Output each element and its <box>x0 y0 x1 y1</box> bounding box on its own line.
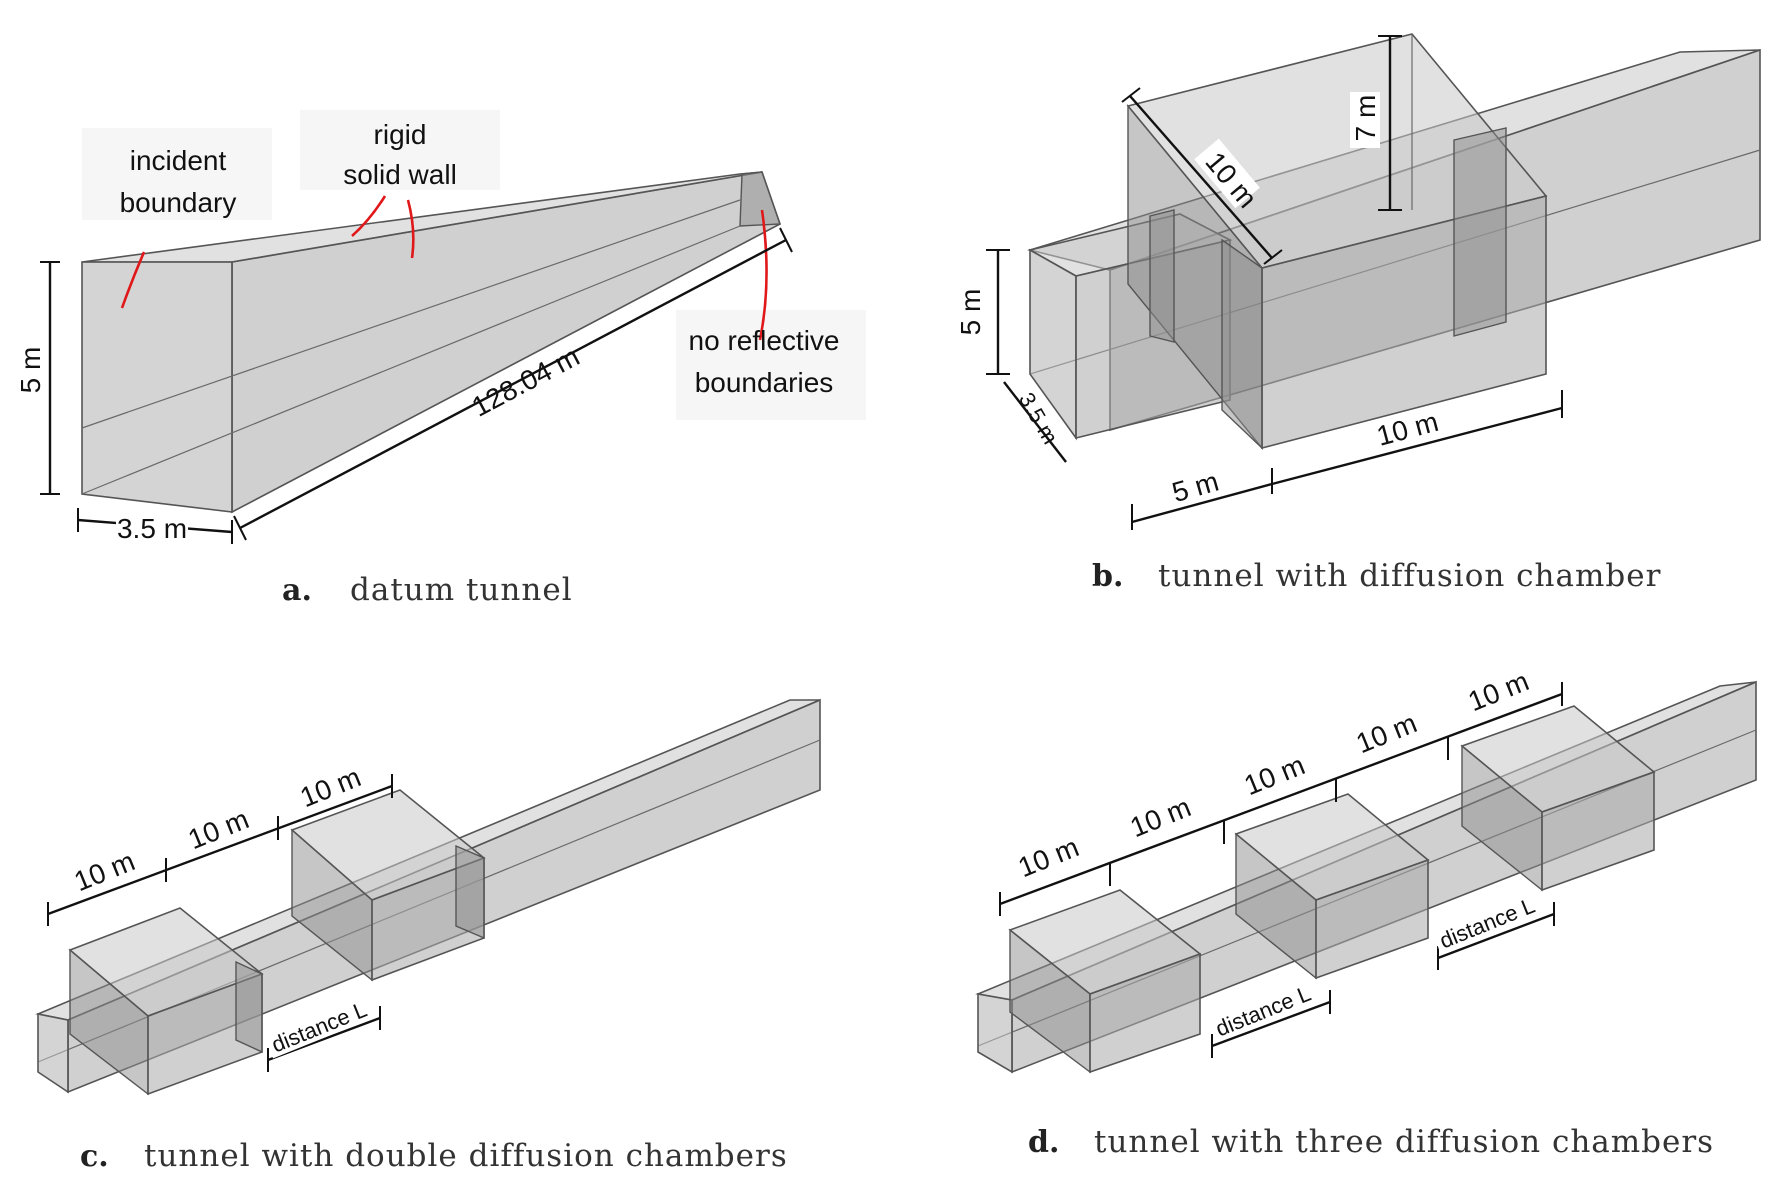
far-end-face <box>739 171 781 227</box>
chamber-length-dimension <box>1271 406 1563 486</box>
chamber2-strip <box>455 844 485 940</box>
distance-dimension-2 <box>1437 912 1555 960</box>
height-label: 5 m <box>15 347 46 394</box>
incident-leader-line <box>120 251 146 309</box>
tunnel-height-label: 5 m <box>955 289 986 336</box>
chamber-spacing-dimension <box>47 784 393 916</box>
incident-label-line2: boundary <box>120 187 237 218</box>
chamber3-front <box>1541 770 1655 892</box>
chamber-wall-strip <box>1221 238 1263 450</box>
distance-dimension-1 <box>1211 1000 1331 1048</box>
chamber1-front <box>1089 952 1201 1074</box>
chamber1-strip <box>235 960 263 1054</box>
panel-a-label-backdrop-3 <box>676 310 866 420</box>
distance1-label-bg <box>1208 978 1321 1043</box>
c-dim-label-3: 10 m <box>296 761 365 813</box>
panel-a-letter: a. <box>282 573 312 608</box>
length-tick-end <box>779 227 793 253</box>
noreflect-label-line1: no reflective <box>689 325 840 356</box>
panel-d-caption: tunnel with three diffusion chambers <box>1094 1124 1714 1160</box>
noreflect-label-line2: boundaries <box>695 367 834 398</box>
chamber-height-label-bg <box>1350 92 1380 148</box>
tunnel-length-dimension <box>1131 482 1273 524</box>
panel-c-letter: c. <box>80 1139 109 1174</box>
width-label: 3.5 m <box>117 513 187 544</box>
panel-d-three-chambers: 10 m 10 m 10 m 10 m 10 m distance L dist… <box>975 665 1757 1160</box>
chamber-opening-right <box>1453 127 1507 337</box>
distance-label-bg <box>264 994 377 1059</box>
length-tick-start <box>233 515 247 541</box>
panel-b-caption: tunnel with diffusion chamber <box>1158 558 1661 594</box>
distance-dimension <box>267 1016 381 1062</box>
incident-boundary-face <box>81 261 233 513</box>
rigid-wall-leader-line <box>351 195 387 237</box>
hidden-edge-2 <box>81 199 741 429</box>
datum-tunnel-solid <box>81 171 781 514</box>
chamber-depth-tick-a <box>1121 87 1141 103</box>
chamber-spacing-dimension <box>999 692 1563 906</box>
rigid-wall-leader-line-2 <box>406 199 415 259</box>
panel-b-letter: b. <box>1092 559 1123 594</box>
distance2-label-bg <box>1432 890 1545 955</box>
distance-label-1: distance L <box>1212 981 1314 1042</box>
panel-a-datum-tunnel: incident boundary rigid solid wall no re… <box>15 110 866 608</box>
tunnel-width-dimension <box>1003 381 1067 463</box>
width-label-bg <box>116 512 188 542</box>
rigid-label-line1: rigid <box>374 119 427 150</box>
panel-c-caption: tunnel with double diffusion chambers <box>144 1138 788 1174</box>
hidden-edge <box>81 225 741 495</box>
chamber2-front <box>1315 858 1429 980</box>
d-dim-label-1: 10 m <box>1014 831 1083 883</box>
panel-c-double-chambers: 10 m 10 m 10 m distance L c. tunnel with… <box>35 698 821 1174</box>
entry-front-face <box>37 1013 69 1094</box>
chamber-depth-tick-b <box>1263 249 1283 265</box>
tunnel-length-label: 5 m <box>1169 466 1222 509</box>
distance-label-2: distance L <box>1436 893 1538 954</box>
c-dim-label-2: 10 m <box>184 803 253 855</box>
panel-a-label-backdrop-2 <box>300 110 500 190</box>
panel-b-single-chamber: 10 m 7 m 5 m 3.5 m 5 m 10 m b. tunnel wi… <box>955 33 1761 594</box>
chamber-height-label: 7 m <box>1350 95 1381 142</box>
incident-label-line1: incident <box>130 145 227 176</box>
chamber-depth-label-bg <box>1194 138 1260 209</box>
panel-a-caption: datum tunnel <box>350 572 573 608</box>
c-dim-label-1: 10 m <box>70 845 139 897</box>
noreflect-leader-line <box>758 209 768 341</box>
rigid-label-line2: solid wall <box>343 159 457 190</box>
chamber-opening-left <box>1149 209 1175 343</box>
panel-d-letter: d. <box>1028 1125 1059 1160</box>
chamber-depth-dimension <box>1129 95 1273 259</box>
panel-a-label-backdrop <box>82 128 272 220</box>
entry-front-face <box>977 993 1013 1074</box>
length-dimension-line <box>239 238 787 530</box>
